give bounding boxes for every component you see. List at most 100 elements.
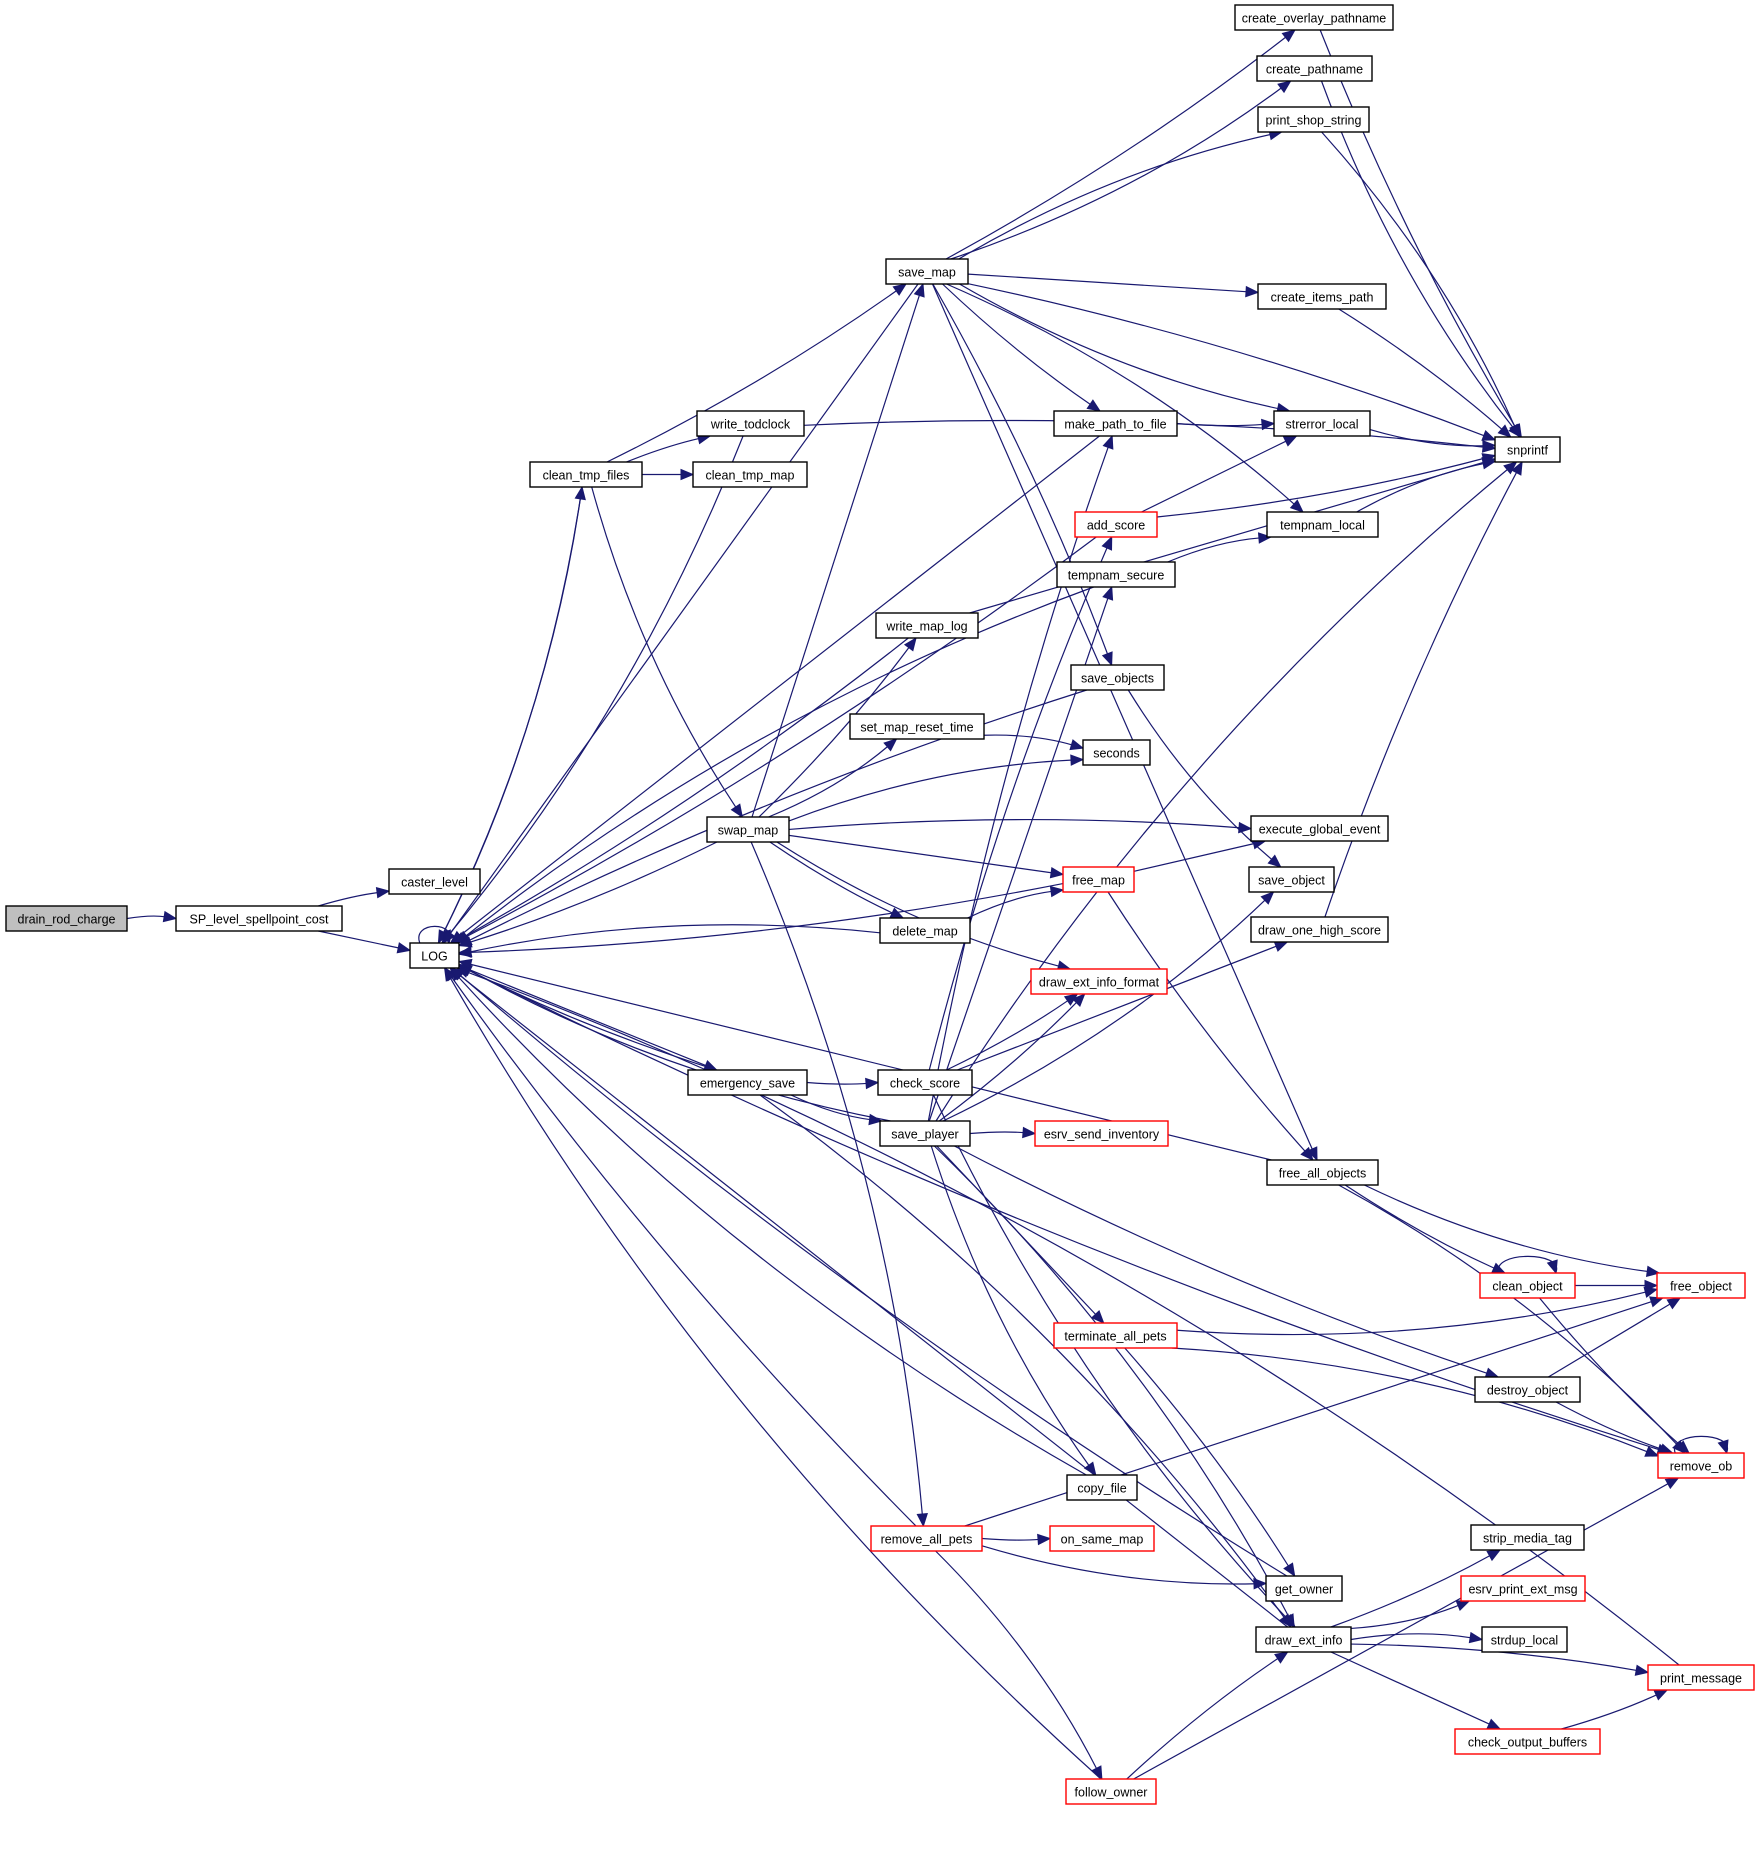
- node-box[interactable]: [696, 410, 805, 437]
- node-box[interactable]: [1266, 511, 1379, 538]
- node-make_path_to_file[interactable]: make_path_to_file: [1053, 410, 1178, 437]
- node-box[interactable]: [1053, 410, 1178, 437]
- node-SP_level_spellpoint_cost[interactable]: SP_level_spellpoint_cost: [175, 905, 343, 932]
- node-check_score[interactable]: check_score: [877, 1069, 973, 1096]
- node-box[interactable]: [1056, 561, 1176, 588]
- node-write_todclock[interactable]: write_todclock: [696, 410, 805, 437]
- node-box[interactable]: [1030, 968, 1168, 995]
- node-box[interactable]: [879, 917, 971, 944]
- node-box[interactable]: [879, 1120, 971, 1147]
- node-box[interactable]: [692, 461, 808, 488]
- node-box[interactable]: [1257, 106, 1370, 133]
- node-box[interactable]: [885, 258, 969, 285]
- node-strdup_local[interactable]: strdup_local: [1481, 1626, 1568, 1653]
- node-box[interactable]: [1470, 1524, 1585, 1551]
- node-box[interactable]: [687, 1069, 808, 1096]
- node-remove_all_pets[interactable]: remove_all_pets: [870, 1525, 983, 1552]
- node-box[interactable]: [1656, 1272, 1746, 1299]
- node-free_object[interactable]: free_object: [1656, 1272, 1746, 1299]
- node-draw_one_high_score[interactable]: draw_one_high_score: [1250, 916, 1389, 943]
- node-snprintf[interactable]: snprintf: [1494, 436, 1561, 463]
- node-create_items_path[interactable]: create_items_path: [1257, 283, 1387, 310]
- node-draw_ext_info_format[interactable]: draw_ext_info_format: [1030, 968, 1168, 995]
- node-box[interactable]: [1256, 55, 1373, 82]
- node-box[interactable]: [1273, 410, 1371, 437]
- node-box[interactable]: [1494, 436, 1561, 463]
- node-box[interactable]: [1082, 739, 1151, 766]
- node-box[interactable]: [1053, 1322, 1178, 1349]
- node-box[interactable]: [1266, 1159, 1379, 1186]
- node-free_all_objects[interactable]: free_all_objects: [1266, 1159, 1379, 1186]
- node-check_output_buffers[interactable]: check_output_buffers: [1454, 1728, 1601, 1755]
- node-save_map[interactable]: save_map: [885, 258, 969, 285]
- node-execute_global_event[interactable]: execute_global_event: [1250, 815, 1389, 842]
- node-box[interactable]: [1034, 1120, 1169, 1147]
- node-box[interactable]: [1255, 1626, 1352, 1653]
- node-tempnam_secure[interactable]: tempnam_secure: [1056, 561, 1176, 588]
- node-box[interactable]: [877, 1069, 973, 1096]
- node-caster_level[interactable]: caster_level: [388, 868, 481, 895]
- node-box[interactable]: [875, 612, 979, 639]
- node-box[interactable]: [1647, 1664, 1755, 1691]
- node-box[interactable]: [1049, 1525, 1155, 1552]
- node-seconds[interactable]: seconds: [1082, 739, 1151, 766]
- node-box[interactable]: [5, 905, 128, 932]
- node-esrv_print_ext_msg[interactable]: esrv_print_ext_msg: [1460, 1575, 1586, 1602]
- node-box[interactable]: [1074, 511, 1158, 538]
- node-box[interactable]: [1250, 916, 1389, 943]
- node-box[interactable]: [1265, 1575, 1343, 1602]
- node-box[interactable]: [849, 713, 985, 740]
- node-esrv_send_inventory[interactable]: esrv_send_inventory: [1034, 1120, 1169, 1147]
- node-draw_ext_info[interactable]: draw_ext_info: [1255, 1626, 1352, 1653]
- node-destroy_object[interactable]: destroy_object: [1474, 1376, 1581, 1403]
- node-save_object[interactable]: save_object: [1248, 866, 1335, 893]
- node-strip_media_tag[interactable]: strip_media_tag: [1470, 1524, 1585, 1551]
- node-set_map_reset_time[interactable]: set_map_reset_time: [849, 713, 985, 740]
- node-clean_tmp_files[interactable]: clean_tmp_files: [529, 461, 643, 488]
- node-write_map_log[interactable]: write_map_log: [875, 612, 979, 639]
- node-create_pathname[interactable]: create_pathname: [1256, 55, 1373, 82]
- node-save_player[interactable]: save_player: [879, 1120, 971, 1147]
- node-box[interactable]: [1248, 866, 1335, 893]
- node-LOG[interactable]: LOG: [409, 942, 460, 969]
- node-box[interactable]: [529, 461, 643, 488]
- node-box[interactable]: [388, 868, 481, 895]
- node-clean_tmp_map[interactable]: clean_tmp_map: [692, 461, 808, 488]
- node-print_shop_string[interactable]: print_shop_string: [1257, 106, 1370, 133]
- node-box[interactable]: [1474, 1376, 1581, 1403]
- node-tempnam_local[interactable]: tempnam_local: [1266, 511, 1379, 538]
- node-emergency_save[interactable]: emergency_save: [687, 1069, 808, 1096]
- node-copy_file[interactable]: copy_file: [1066, 1474, 1138, 1501]
- node-box[interactable]: [1460, 1575, 1586, 1602]
- node-box[interactable]: [1234, 4, 1394, 31]
- node-on_same_map[interactable]: on_same_map: [1049, 1525, 1155, 1552]
- node-terminate_all_pets[interactable]: terminate_all_pets: [1053, 1322, 1178, 1349]
- node-box[interactable]: [1070, 664, 1165, 691]
- node-remove_ob[interactable]: remove_ob: [1657, 1452, 1745, 1479]
- node-print_message[interactable]: print_message: [1647, 1664, 1755, 1691]
- node-free_map[interactable]: free_map: [1062, 866, 1135, 893]
- node-box[interactable]: [1657, 1452, 1745, 1479]
- node-clean_object[interactable]: clean_object: [1479, 1272, 1576, 1299]
- node-box[interactable]: [870, 1525, 983, 1552]
- node-create_overlay_pathname[interactable]: create_overlay_pathname: [1234, 4, 1394, 31]
- node-box[interactable]: [1065, 1778, 1157, 1805]
- node-box[interactable]: [1062, 866, 1135, 893]
- node-add_score[interactable]: add_score: [1074, 511, 1158, 538]
- node-delete_map[interactable]: delete_map: [879, 917, 971, 944]
- node-strerror_local[interactable]: strerror_local: [1273, 410, 1371, 437]
- node-drain_rod_charge[interactable]: drain_rod_charge: [5, 905, 128, 932]
- node-box[interactable]: [1257, 283, 1387, 310]
- node-get_owner[interactable]: get_owner: [1265, 1575, 1343, 1602]
- node-box[interactable]: [706, 816, 790, 843]
- node-box[interactable]: [1454, 1728, 1601, 1755]
- node-follow_owner[interactable]: follow_owner: [1065, 1778, 1157, 1805]
- node-save_objects[interactable]: save_objects: [1070, 664, 1165, 691]
- node-box[interactable]: [1066, 1474, 1138, 1501]
- node-box[interactable]: [175, 905, 343, 932]
- node-box[interactable]: [409, 942, 460, 969]
- node-box[interactable]: [1481, 1626, 1568, 1653]
- node-box[interactable]: [1250, 815, 1389, 842]
- node-swap_map[interactable]: swap_map: [706, 816, 790, 843]
- node-box[interactable]: [1479, 1272, 1576, 1299]
